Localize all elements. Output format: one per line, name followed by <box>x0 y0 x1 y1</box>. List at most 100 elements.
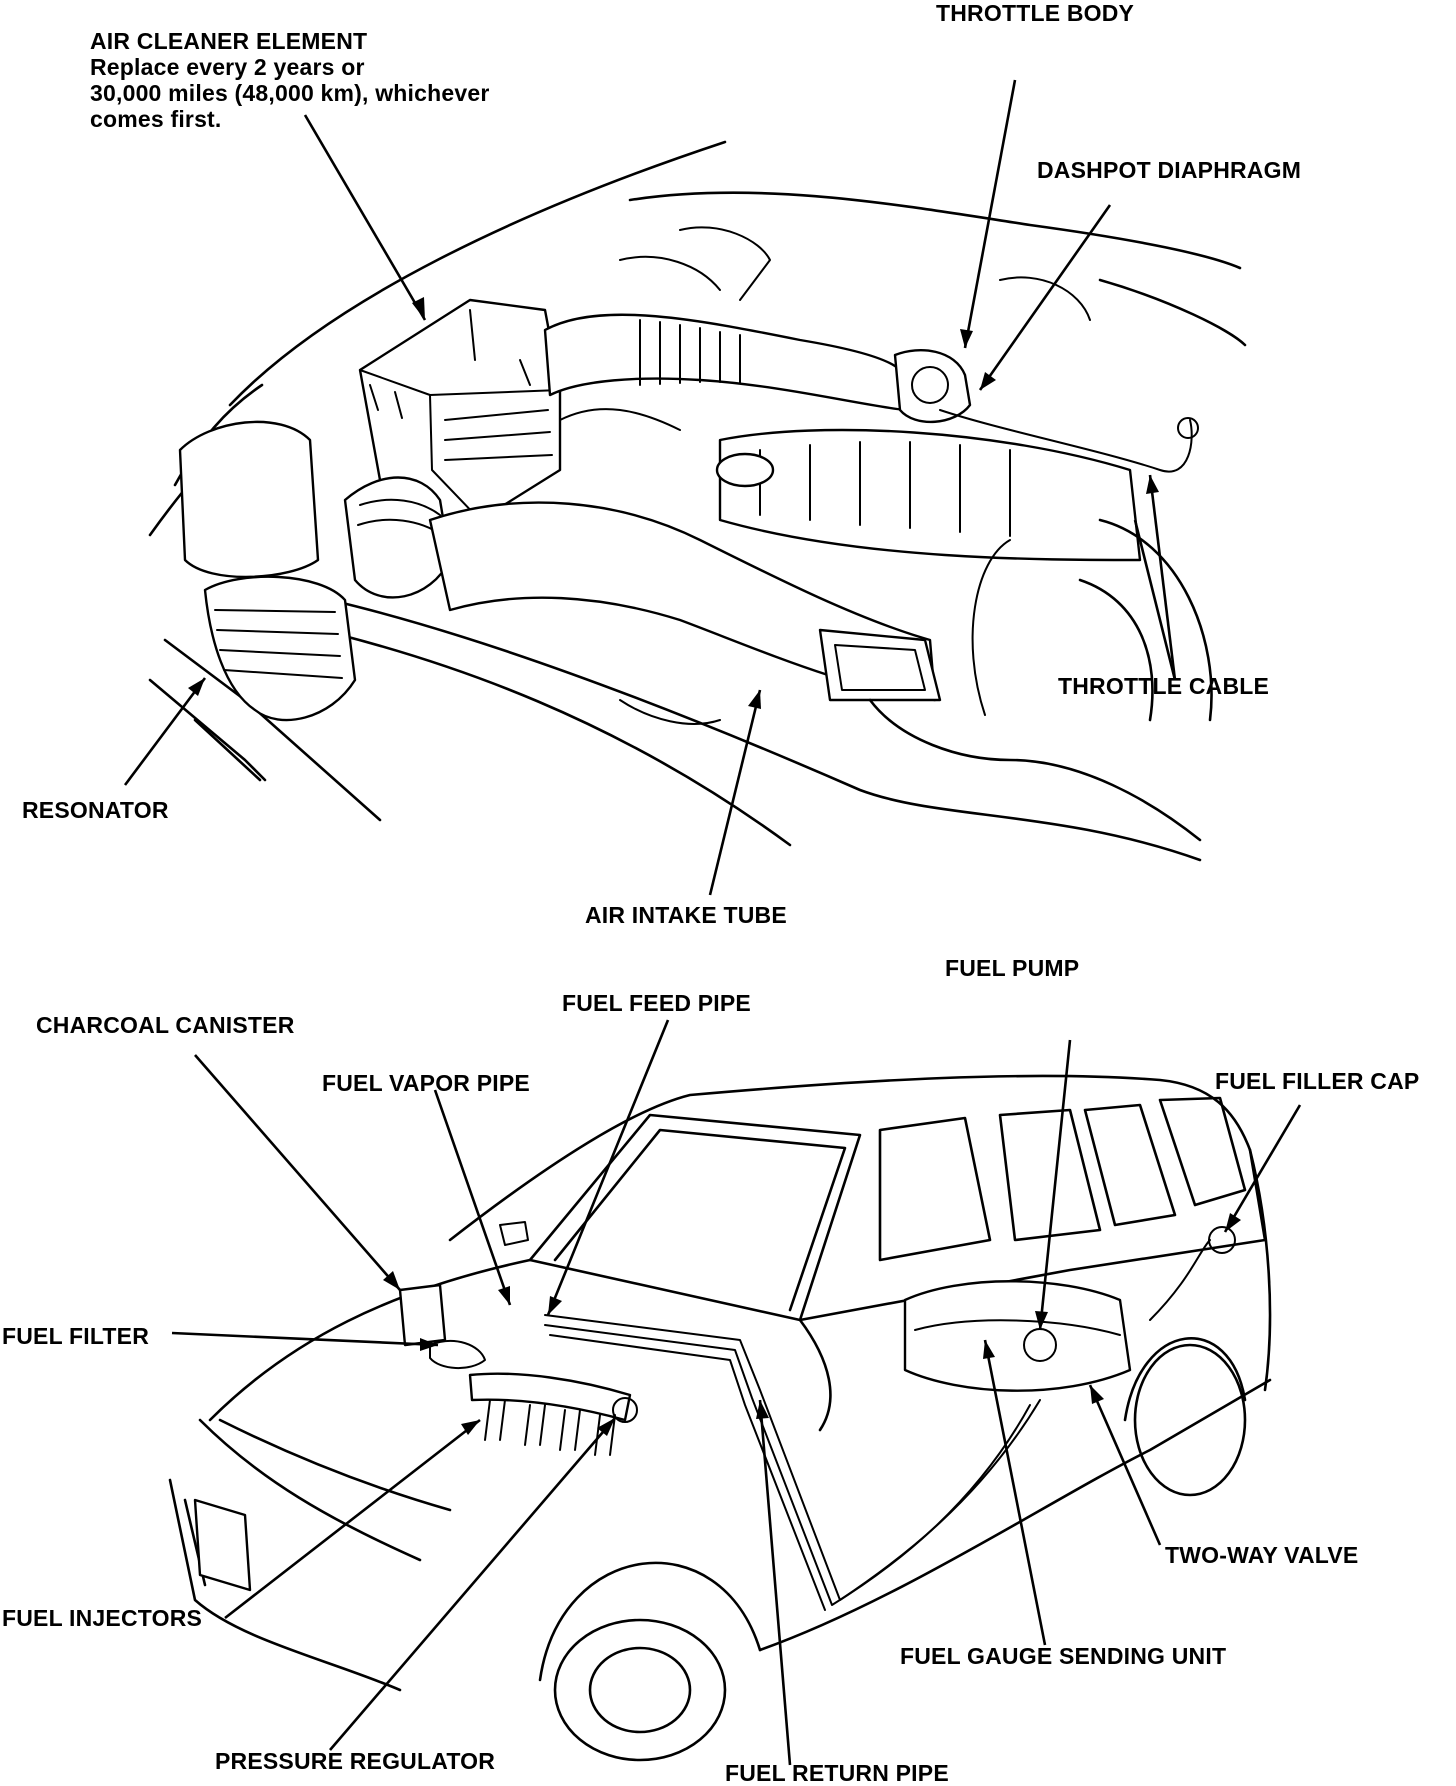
bumper-line-3 <box>193 718 262 782</box>
vehicle-drawing <box>168 1074 1272 1762</box>
cable-to-mouth <box>971 539 1011 716</box>
bay-detail-4 <box>619 699 721 725</box>
label-charcoal-canister: CHARCOAL CANISTER <box>36 1012 295 1038</box>
label-two-way-valve: TWO-WAY VALVE <box>1165 1542 1359 1568</box>
label-air-intake-tube: AIR INTAKE TUBE <box>585 902 787 928</box>
air-cleaner-title: AIR CLEANER ELEMENT <box>90 28 368 54</box>
leader-air-intake <box>708 689 762 896</box>
throttle-bore <box>911 366 949 404</box>
label-fuel-filter: FUEL FILTER <box>2 1323 150 1349</box>
air-cleaner-ribs <box>444 309 553 461</box>
leader-air-cleaner <box>303 114 427 321</box>
right-wheel-arc <box>1078 578 1154 722</box>
front-edge-long <box>298 623 792 847</box>
label-fuel-filler-cap: FUEL FILLER CAP <box>1215 1068 1420 1094</box>
injector-2 <box>524 1404 546 1446</box>
bay-detail-3 <box>999 276 1091 321</box>
leader-filler-cap <box>1223 1104 1302 1233</box>
leader-gauge <box>983 1339 1047 1646</box>
rear-wheel-arch <box>1123 1337 1247 1422</box>
hood-front-edge <box>198 1418 422 1562</box>
canister <box>398 1283 447 1347</box>
leader-throttle-cable-2 <box>1133 519 1177 681</box>
quarter-window <box>1083 1103 1177 1227</box>
intake-duct <box>543 313 907 412</box>
windshield-inner <box>553 1128 847 1312</box>
leader-resonator <box>123 677 207 786</box>
hood-edge <box>228 140 727 407</box>
leader-dashpot <box>978 204 1112 391</box>
tank-seam <box>914 1319 1121 1336</box>
car-side-top <box>798 1238 1267 1322</box>
label-fuel-feed-pipe: FUEL FEED PIPE <box>562 990 751 1016</box>
label-throttle-cable: THROTTLE CABLE <box>1058 673 1270 699</box>
car-windshield <box>528 1113 862 1322</box>
fuel-line-2 <box>544 1324 1031 1606</box>
front-wheel-arch <box>538 1561 762 1682</box>
injector-4 <box>594 1414 616 1456</box>
body-top-edge <box>628 191 1242 270</box>
label-air-cleaner: AIR CLEANER ELEMENT Replace every 2 year… <box>90 28 560 132</box>
air-intake-mouth-inner <box>834 644 926 691</box>
leader-fuel-feed <box>546 1019 670 1316</box>
resonator-ribs <box>214 609 343 679</box>
fuel-line-3 <box>549 1334 826 1611</box>
front-door-window <box>878 1116 992 1262</box>
label-fuel-injectors: FUEL INJECTORS <box>2 1605 203 1631</box>
leader-two-way <box>1088 1384 1162 1546</box>
front-bumper <box>168 1478 402 1692</box>
car-hood <box>208 1258 832 1432</box>
filter-body <box>429 1340 486 1370</box>
air-intake-mouth <box>818 628 942 702</box>
rear-wheel <box>1133 1343 1247 1497</box>
rear-window <box>1158 1096 1247 1207</box>
intake-bellows <box>639 319 741 386</box>
throttle-cable-run <box>939 409 1193 473</box>
leader-canister <box>194 1054 401 1291</box>
label-fuel-gauge-sending-unit: FUEL GAUGE SENDING UNIT <box>900 1643 1227 1669</box>
front-wheel <box>553 1618 727 1762</box>
mirror <box>499 1221 529 1246</box>
front-edge-long-2 <box>328 598 1202 862</box>
bumper-line-2 <box>148 678 267 782</box>
label-throttle-body: THROTTLE BODY <box>936 0 1135 26</box>
resonator-box <box>203 575 357 722</box>
filler-cap-shape <box>1208 1226 1236 1254</box>
regulator-body <box>612 1397 638 1423</box>
fender-right <box>1098 278 1247 347</box>
label-fuel-return-pipe: FUEL RETURN PIPE <box>725 1760 949 1786</box>
rear-door-window <box>998 1108 1102 1242</box>
grille-line <box>218 1418 452 1512</box>
label-dashpot-diaphragm: DASHPOT DIAPHRAGM <box>1037 157 1302 183</box>
strut-tower <box>868 698 1202 842</box>
engine-bay-drawing <box>148 140 1247 862</box>
label-pressure-regulator: PRESSURE REGULATOR <box>215 1748 496 1774</box>
headlight-housing <box>178 420 320 579</box>
bottom-leaders <box>171 1019 1302 1766</box>
throttle-body-shape <box>893 348 972 423</box>
leader-filter <box>171 1331 439 1347</box>
leader-regulator <box>329 1417 616 1751</box>
leader-throttle-cable-1 <box>1148 474 1177 681</box>
filler-neck <box>1149 1239 1211 1321</box>
bay-detail-2 <box>679 226 771 301</box>
leader-injectors <box>224 1418 481 1620</box>
air-cleaner-clips <box>369 359 531 419</box>
label-fuel-vapor-pipe: FUEL VAPOR PIPE <box>322 1070 530 1096</box>
radiator-hose <box>559 408 681 431</box>
oil-filler-cap <box>715 452 775 488</box>
fuel-tank <box>903 1280 1132 1392</box>
right-fender-arch <box>1098 518 1213 722</box>
valve-cover <box>718 428 1142 562</box>
label-resonator: RESONATOR <box>22 797 169 823</box>
injector-3 <box>559 1409 581 1451</box>
leader-throttle-body <box>963 79 1017 349</box>
front-wheel-hub <box>588 1646 692 1734</box>
fuel-rail <box>468 1372 632 1422</box>
air-cleaner-note-1: Replace every 2 years or <box>90 54 365 80</box>
air-cleaner-lid <box>359 369 561 521</box>
car-side-bottom <box>758 1378 1272 1652</box>
air-cleaner-note-2: 30,000 miles (48,000 km), whichever <box>90 80 490 106</box>
